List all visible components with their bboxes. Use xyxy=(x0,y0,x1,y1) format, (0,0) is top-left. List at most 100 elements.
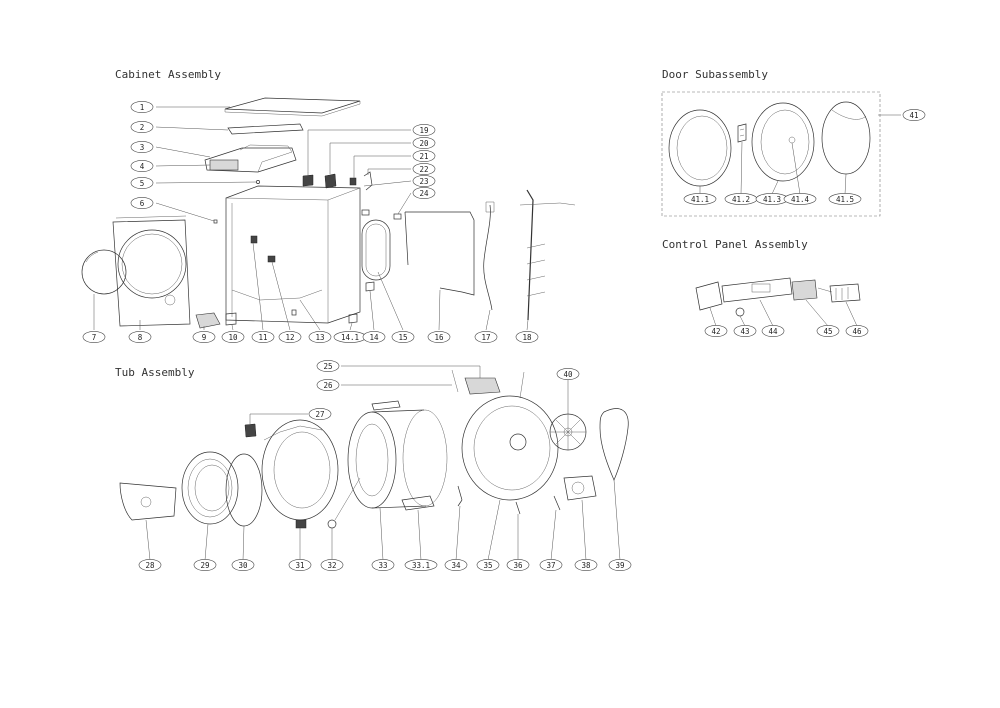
callout-label-28: 28 xyxy=(145,561,155,570)
callout-bubble-3 xyxy=(130,141,154,153)
callout-label-34: 34 xyxy=(451,561,461,570)
callout-bubble-39 xyxy=(608,559,632,571)
callout-label-36: 36 xyxy=(513,561,523,570)
callout-bubble-17 xyxy=(474,331,498,343)
callout-bubble-31 xyxy=(288,559,312,571)
control-panel-parts-art xyxy=(695,277,861,317)
callout-label-29: 29 xyxy=(200,561,209,570)
callout-bubble-33-1 xyxy=(404,559,438,571)
callout-bubble-23 xyxy=(412,175,436,187)
callout-bubble-4 xyxy=(130,160,154,172)
callout-label-37: 37 xyxy=(546,561,555,570)
callout-bubble-41-1 xyxy=(683,193,717,205)
leader-lines xyxy=(93,106,901,561)
callout-bubble-46 xyxy=(845,325,869,337)
callout-bubble-28 xyxy=(138,559,162,571)
cabinet-parts-art xyxy=(81,97,576,329)
callout-bubble-38 xyxy=(574,559,598,571)
callout-label-26: 26 xyxy=(323,381,333,390)
callout-bubble-8 xyxy=(128,331,152,343)
door-parts-art xyxy=(661,91,881,217)
callout-label-10: 10 xyxy=(228,333,238,342)
door-subassembly-title: Door Subassembly xyxy=(662,68,768,81)
callout-bubble-18 xyxy=(515,331,539,343)
callout-bubble-16 xyxy=(427,331,451,343)
callout-label-45: 45 xyxy=(823,327,832,336)
callout-label-44: 44 xyxy=(768,327,778,336)
callout-bubble-41 xyxy=(902,109,926,121)
callout-bubble-9 xyxy=(192,331,216,343)
tub-parts-art xyxy=(119,369,629,529)
callout-bubble-6 xyxy=(130,197,154,209)
callout-bubble-37 xyxy=(539,559,563,571)
callout-label-17: 17 xyxy=(481,333,490,342)
callout-bubble-44 xyxy=(761,325,785,337)
callout-label-4: 4 xyxy=(140,162,145,171)
callout-label-22: 22 xyxy=(419,165,428,174)
callout-bubble-1 xyxy=(130,101,154,113)
callout-bubble-7 xyxy=(82,331,106,343)
callout-label-13: 13 xyxy=(315,333,324,342)
callout-label-14: 14 xyxy=(369,333,379,342)
callout-label-3: 3 xyxy=(140,143,145,152)
callout-label-39: 39 xyxy=(615,561,624,570)
callout-label-41-1: 41.1 xyxy=(691,195,709,204)
callout-label-35: 35 xyxy=(483,561,492,570)
callout-label-23: 23 xyxy=(419,177,428,186)
callout-bubble-33 xyxy=(371,559,395,571)
callout-label-7: 7 xyxy=(92,333,97,342)
callout-label-27: 27 xyxy=(315,410,324,419)
callout-label-30: 30 xyxy=(238,561,248,570)
callout-label-41-2: 41.2 xyxy=(732,195,750,204)
callout-bubble-25 xyxy=(316,360,340,372)
callout-bubble-45 xyxy=(816,325,840,337)
callout-bubble-13 xyxy=(308,331,332,343)
callout-label-12: 12 xyxy=(285,333,294,342)
callout-bubble-43 xyxy=(733,325,757,337)
callout-bubble-10 xyxy=(221,331,245,343)
callout-label-2: 2 xyxy=(140,123,145,132)
callout-label-1: 1 xyxy=(140,103,145,112)
callout-label-25: 25 xyxy=(323,362,332,371)
callout-bubble-35 xyxy=(476,559,500,571)
callout-label-33: 33 xyxy=(378,561,387,570)
control-panel-assembly-title: Control Panel Assembly xyxy=(662,238,808,251)
callout-bubble-12 xyxy=(278,331,302,343)
callout-label-20: 20 xyxy=(419,139,429,148)
callout-label-41-4: 41.4 xyxy=(791,195,810,204)
callout-label-43: 43 xyxy=(740,327,749,336)
callout-label-38: 38 xyxy=(581,561,591,570)
callout-bubble-26 xyxy=(316,379,340,391)
callout-bubble-21 xyxy=(412,150,436,162)
callout-label-41: 41 xyxy=(909,111,918,120)
callout-bubble-20 xyxy=(412,137,436,149)
callout-bubble-5 xyxy=(130,177,154,189)
callout-label-18: 18 xyxy=(522,333,532,342)
callout-label-8: 8 xyxy=(138,333,143,342)
callout-bubble-15 xyxy=(391,331,415,343)
callout-label-40: 40 xyxy=(563,370,573,379)
callout-label-32: 32 xyxy=(327,561,336,570)
callout-bubble-34 xyxy=(444,559,468,571)
callout-label-16: 16 xyxy=(434,333,444,342)
callout-bubble-2 xyxy=(130,121,154,133)
callout-label-46: 46 xyxy=(852,327,862,336)
callout-label-15: 15 xyxy=(398,333,407,342)
callout-label-19: 19 xyxy=(419,126,428,135)
callout-label-21: 21 xyxy=(419,152,428,161)
callout-label-11: 11 xyxy=(258,333,267,342)
callout-label-9: 9 xyxy=(202,333,207,342)
callout-bubble-19 xyxy=(412,124,436,136)
callout-bubble-24 xyxy=(412,187,436,199)
callout-label-41-3: 41.3 xyxy=(763,195,781,204)
callout-bubble-42 xyxy=(704,325,728,337)
callout-label-31: 31 xyxy=(295,561,304,570)
callout-bubble-41-4 xyxy=(783,193,817,205)
cabinet-assembly-title: Cabinet Assembly xyxy=(115,68,221,81)
callout-bubble-22 xyxy=(412,163,436,175)
callout-bubble-41-5 xyxy=(828,193,862,205)
callout-label-33-1: 33.1 xyxy=(412,561,430,570)
callout-bubble-11 xyxy=(251,331,275,343)
